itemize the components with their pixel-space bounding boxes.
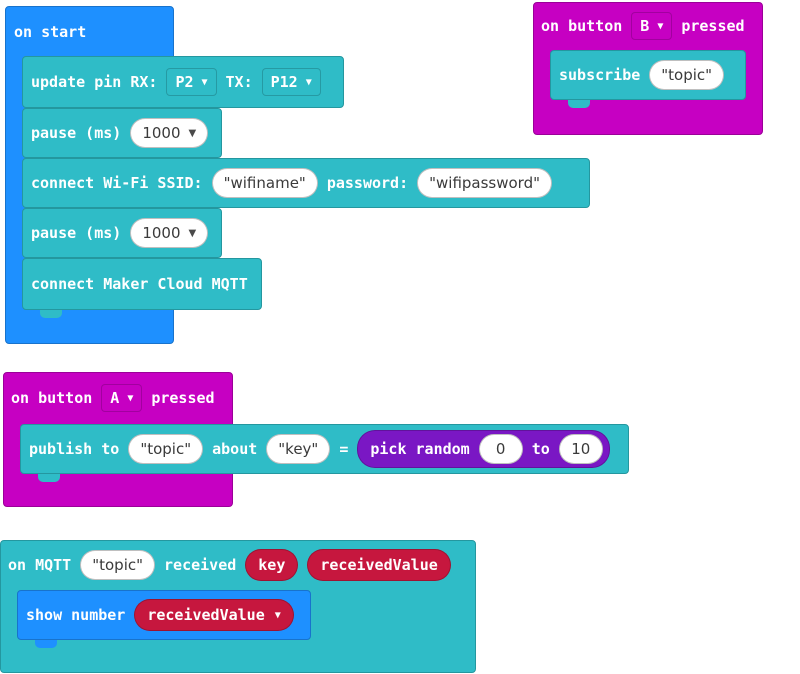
- received-value-variable[interactable]: receivedValue: [307, 549, 451, 581]
- pick-random-label: pick random: [370, 440, 470, 458]
- show-number-block[interactable]: show number receivedValue▼: [17, 590, 311, 640]
- block-notch: [38, 474, 60, 482]
- on-mqtt-label: on MQTT: [8, 556, 72, 574]
- connect-wifi-block[interactable]: connect Wi-Fi SSID: "wifiname" password:…: [22, 158, 590, 208]
- on-button-label: on button: [11, 389, 93, 407]
- on-button-b-header[interactable]: on button B▼ pressed: [533, 8, 745, 44]
- pressed-label: pressed: [681, 17, 745, 35]
- on-start-label: on start: [14, 23, 87, 41]
- password-label: password:: [326, 174, 409, 192]
- chevron-down-icon: ▼: [305, 76, 312, 88]
- pause-block-1[interactable]: pause (ms) 1000▼: [22, 108, 222, 158]
- rx-pin-dropdown[interactable]: P2▼: [166, 68, 217, 96]
- show-number-label: show number: [26, 606, 126, 624]
- chevron-down-icon: ▼: [657, 20, 664, 32]
- mqtt-topic-input[interactable]: "topic": [80, 550, 156, 580]
- chevron-down-icon: ▼: [188, 227, 197, 239]
- block-notch: [40, 310, 62, 318]
- chevron-down-icon: ▼: [188, 127, 197, 139]
- connect-wifi-label: connect Wi-Fi SSID:: [31, 174, 203, 192]
- on-mqtt-header[interactable]: on MQTT "topic" received key receivedVal…: [0, 546, 460, 584]
- wifi-password-input[interactable]: "wifipassword": [417, 168, 553, 198]
- subscribe-label: subscribe: [559, 66, 641, 84]
- pick-random-block[interactable]: pick random 0 to 10: [357, 430, 610, 468]
- random-from-input[interactable]: 0: [478, 434, 523, 464]
- pressed-label: pressed: [151, 389, 215, 407]
- chevron-down-icon: ▼: [201, 76, 208, 88]
- button-b-dropdown[interactable]: B▼: [631, 12, 673, 40]
- update-pin-label: update pin RX:: [31, 73, 158, 91]
- update-pin-block[interactable]: update pin RX: P2▼ TX: P12▼: [22, 56, 344, 108]
- on-button-a-header[interactable]: on button A▼ pressed: [3, 380, 215, 416]
- subscribe-block[interactable]: subscribe "topic": [550, 50, 746, 100]
- received-label: received: [164, 556, 237, 574]
- tx-label: TX:: [225, 73, 253, 91]
- pause-block-2[interactable]: pause (ms) 1000▼: [22, 208, 222, 258]
- subscribe-topic-input[interactable]: "topic": [649, 60, 725, 90]
- wifi-ssid-input[interactable]: "wifiname": [211, 168, 318, 198]
- tx-pin-dropdown[interactable]: P12▼: [261, 68, 321, 96]
- publish-topic-input[interactable]: "topic": [128, 434, 204, 464]
- pause-duration-input[interactable]: 1000▼: [130, 218, 209, 248]
- pause-label: pause (ms): [31, 124, 122, 142]
- random-to-input[interactable]: 10: [558, 434, 603, 464]
- to-label: to: [531, 440, 550, 458]
- on-button-label: on button: [541, 17, 623, 35]
- publish-label: publish to: [29, 440, 120, 458]
- publish-block[interactable]: publish to "topic" about "key" = pick ra…: [20, 424, 629, 474]
- pause-duration-input[interactable]: 1000▼: [130, 118, 209, 148]
- on-start-header[interactable]: on start: [5, 14, 86, 50]
- block-notch: [35, 640, 57, 648]
- key-variable[interactable]: key: [245, 549, 299, 581]
- pause-label: pause (ms): [31, 224, 122, 242]
- about-label: about: [212, 440, 258, 458]
- button-a-dropdown[interactable]: A▼: [101, 384, 143, 412]
- chevron-down-icon: ▼: [274, 609, 281, 621]
- block-notch: [568, 100, 590, 108]
- equals-label: =: [339, 440, 349, 458]
- connect-mqtt-label: connect Maker Cloud MQTT: [31, 275, 248, 293]
- show-number-variable-dropdown[interactable]: receivedValue▼: [134, 599, 294, 631]
- connect-mqtt-block[interactable]: connect Maker Cloud MQTT: [22, 258, 262, 310]
- publish-key-input[interactable]: "key": [266, 434, 331, 464]
- chevron-down-icon: ▼: [127, 392, 134, 404]
